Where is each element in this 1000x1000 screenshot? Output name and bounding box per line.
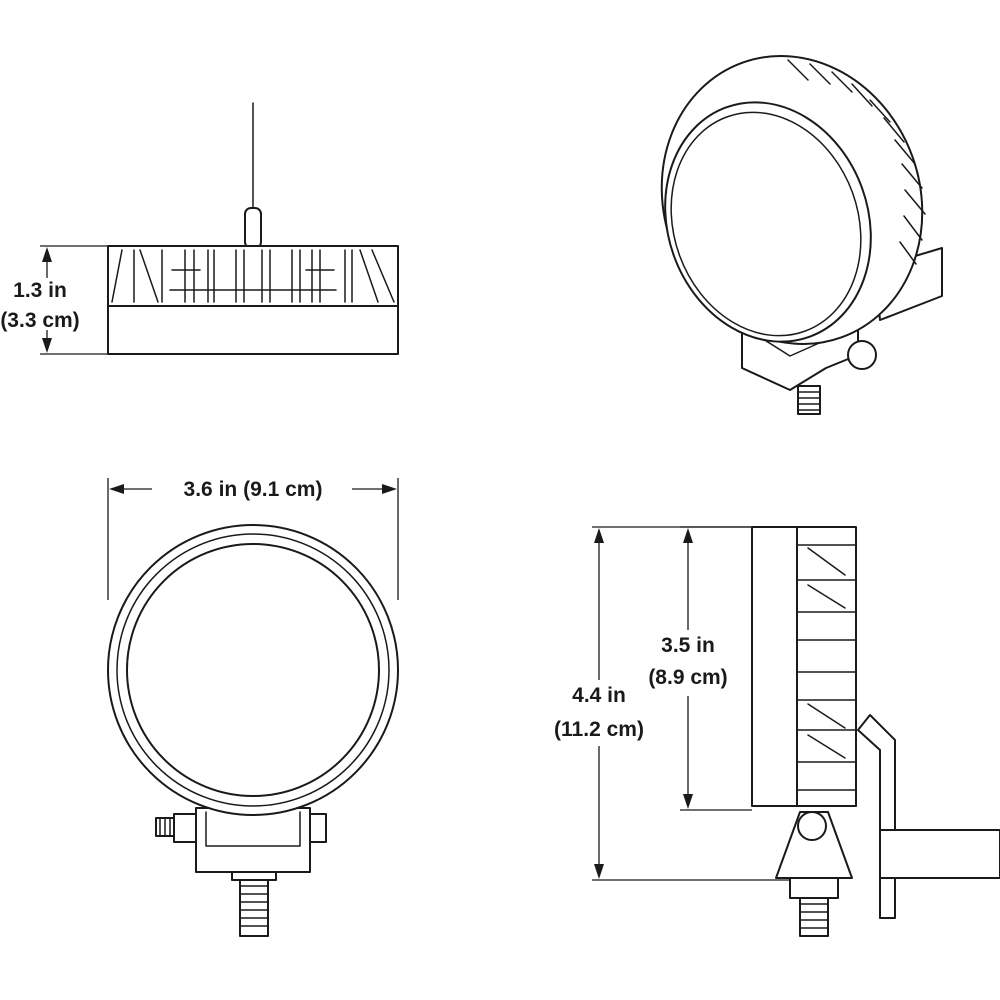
width-label: 3.6 in (9.1 cm)	[184, 478, 323, 501]
lens-height-imperial-label: 3.5 in	[661, 634, 715, 657]
front-view	[107, 524, 399, 937]
isometric-view	[660, 54, 943, 415]
overall-height-imperial-label: 4.4 in	[572, 684, 626, 707]
width-dimension: 3.6 in (9.1 cm)	[107, 478, 399, 600]
top-view	[107, 102, 399, 355]
overall-height-dimension: 4.4 in (11.2 cm)	[554, 526, 790, 881]
overall-height-metric-label: (11.2 cm)	[554, 718, 644, 741]
side-view	[751, 526, 1000, 937]
depth-dimension: 1.3 in (3.3 cm)	[0, 245, 124, 355]
depth-metric-label: (3.3 cm)	[0, 309, 79, 332]
lens-height-metric-label: (8.9 cm)	[648, 666, 727, 689]
lens-height-dimension: 3.5 in (8.9 cm)	[648, 526, 752, 811]
depth-imperial-label: 1.3 in	[13, 279, 67, 302]
